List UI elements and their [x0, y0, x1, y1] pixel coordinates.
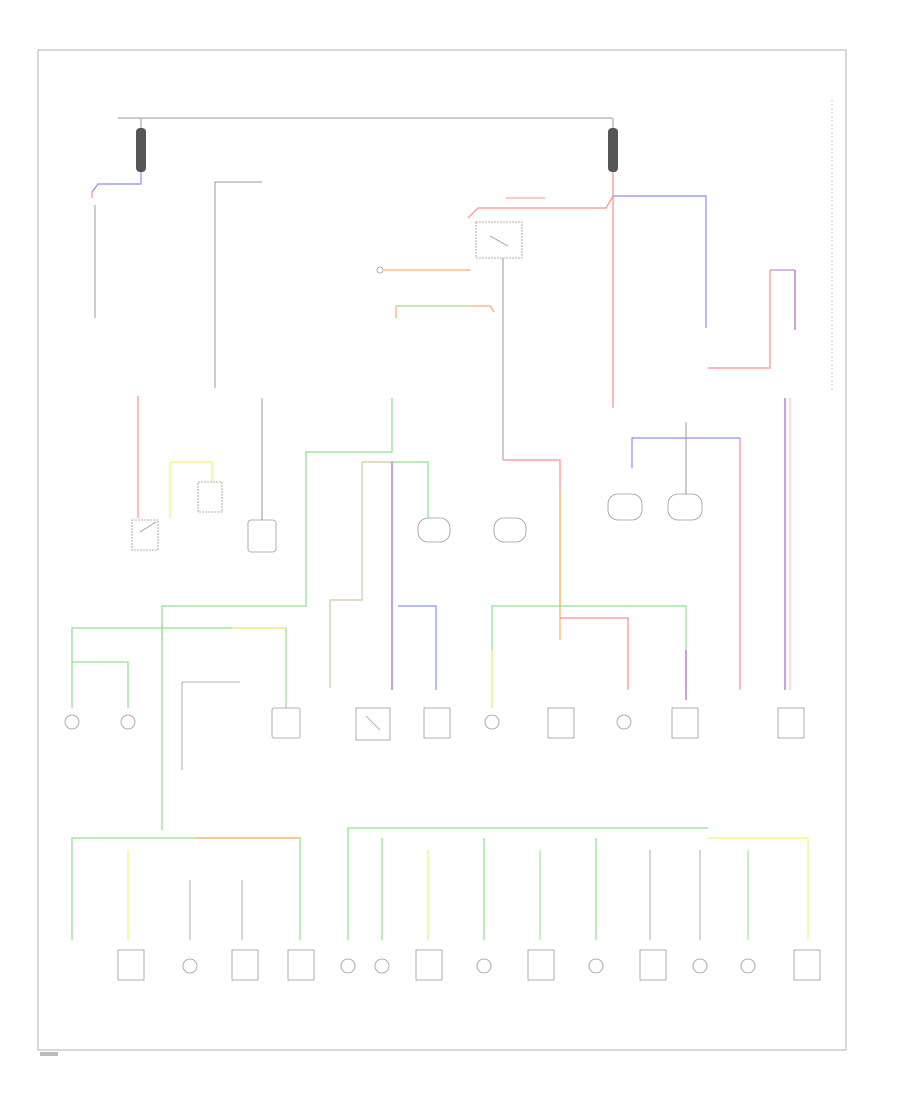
top-power-section: [91, 117, 796, 460]
middle-section: [131, 396, 791, 690]
fusible-link-left: [136, 128, 146, 172]
switch-mid: [197, 481, 223, 513]
lamp-pair-1: [417, 517, 451, 543]
lower-middle-row: [64, 605, 805, 830]
corner-marker: [40, 1052, 58, 1056]
lamp-pair-4: [667, 493, 703, 521]
fusible-link-right: [608, 128, 618, 172]
switch-left: [131, 519, 159, 551]
connector-c1: [247, 519, 277, 553]
lamp-pair-3: [607, 493, 643, 521]
diagram-border: [37, 49, 847, 1051]
bottom-row: [71, 827, 821, 981]
lamp-pair-2: [493, 517, 527, 543]
relay-top: [475, 221, 523, 259]
